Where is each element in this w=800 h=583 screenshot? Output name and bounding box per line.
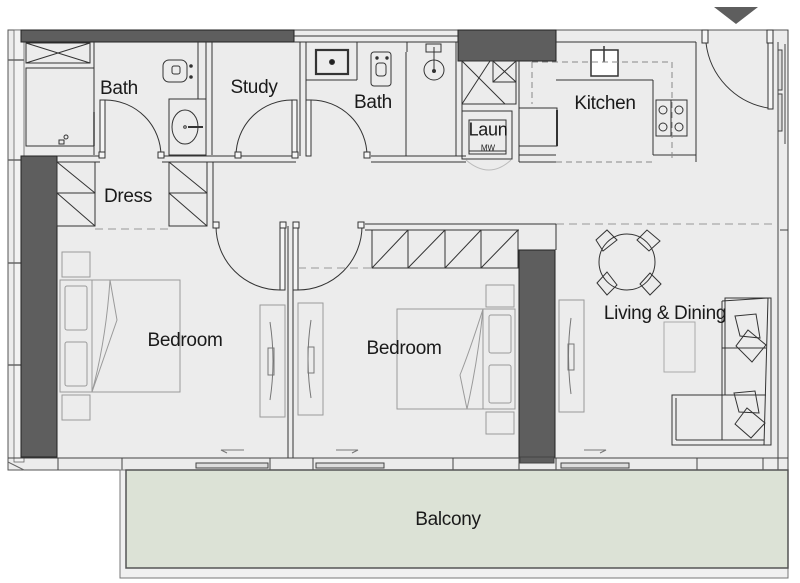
solid-walls bbox=[20, 29, 557, 458]
interior-walls bbox=[56, 35, 466, 230]
kitchen-fixtures bbox=[518, 41, 697, 163]
laundry-fixtures bbox=[461, 60, 520, 171]
bedroom-1-furniture bbox=[59, 251, 286, 421]
room-label-bedroom-2: Bedroom bbox=[366, 338, 442, 359]
room-label-balcony: Balcony bbox=[415, 509, 481, 530]
right-wall bbox=[777, 30, 789, 470]
bath-1-fixtures bbox=[25, 42, 213, 156]
room-label-bath-2: Bath bbox=[354, 92, 392, 113]
room-label-laundry: Laun bbox=[468, 119, 508, 140]
bath-2-fixtures bbox=[306, 42, 463, 156]
room-label-bedroom-1: Bedroom bbox=[147, 330, 223, 351]
balcony-area bbox=[119, 469, 789, 579]
living-furniture bbox=[558, 229, 772, 454]
window-slide-arrows bbox=[220, 449, 359, 454]
entry-arrow-icon bbox=[714, 7, 758, 24]
door-swings bbox=[98, 29, 774, 458]
room-label-study: Study bbox=[230, 77, 278, 98]
room-label-bath-1: Bath bbox=[100, 78, 138, 99]
room-label-living-dining: Living & Dining bbox=[603, 303, 727, 324]
bedroom-2-furniture bbox=[297, 284, 516, 435]
room-label-kitchen: Kitchen bbox=[574, 93, 636, 114]
bottom-windows bbox=[8, 456, 788, 470]
bedroom-2-wardrobe bbox=[365, 223, 557, 269]
room-label-dress: Dress bbox=[103, 186, 153, 207]
microwave-label: MW bbox=[480, 143, 496, 153]
